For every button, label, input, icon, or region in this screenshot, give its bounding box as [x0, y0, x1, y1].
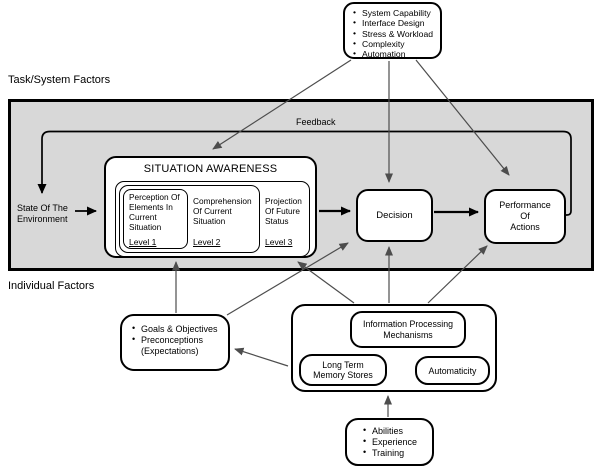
training-item: Training — [363, 447, 432, 459]
information-processing-box: Information Processing Mechanisms — [350, 311, 466, 348]
sa-level-1-label: Level 1 — [129, 237, 157, 247]
goals-item: Goals & Objectives — [132, 323, 224, 335]
situation-awareness-box: SITUATION AWARENESS Perception Of Elemen… — [104, 156, 317, 258]
decision-box: Decision — [356, 189, 433, 242]
system-capability-factors-box: System Capability Interface Design Stres… — [343, 2, 442, 59]
individual-factors-label: Individual Factors — [8, 280, 95, 292]
sa-level-1-text: Perception Of Elements In Current Situat… — [129, 192, 180, 232]
long-term-memory-box: Long Term Memory Stores — [299, 354, 387, 386]
task-system-factors-label: Task/System Factors — [8, 74, 111, 86]
sa-level-2-label: Level 2 — [193, 237, 221, 247]
performance-of-actions-box: Performance Of Actions — [484, 189, 566, 244]
system-capability-item: System Capability — [353, 7, 440, 18]
experience-item: Experience — [363, 436, 432, 448]
complexity-item: Complexity — [353, 38, 440, 49]
mechanisms-container-box: Information Processing Mechanisms Long T… — [291, 304, 497, 392]
abilities-item: Abilities — [363, 425, 432, 437]
feedback-label: Feedback — [296, 117, 336, 127]
goals-preconceptions-box: Goals & Objectives Preconceptions (Expec… — [120, 314, 230, 371]
preconceptions-item: Preconceptions (Expectations) — [132, 334, 224, 357]
stress-workload-item: Stress & Workload — [353, 28, 440, 39]
state-of-environment-label: State Of The Environment — [17, 203, 68, 224]
automation-item: Automation — [353, 48, 440, 59]
sa-level-2-text: Comprehension Of Current Situation — [193, 196, 252, 226]
situation-awareness-title: SITUATION AWARENESS — [143, 163, 278, 175]
interface-design-item: Interface Design — [353, 17, 440, 28]
automaticity-box: Automaticity — [415, 356, 490, 385]
sa-level-3-label: Level 3 — [265, 237, 293, 247]
sa-level-3-text: Projection Of Future Status — [265, 196, 302, 226]
abilities-box: Abilities Experience Training — [345, 418, 434, 466]
